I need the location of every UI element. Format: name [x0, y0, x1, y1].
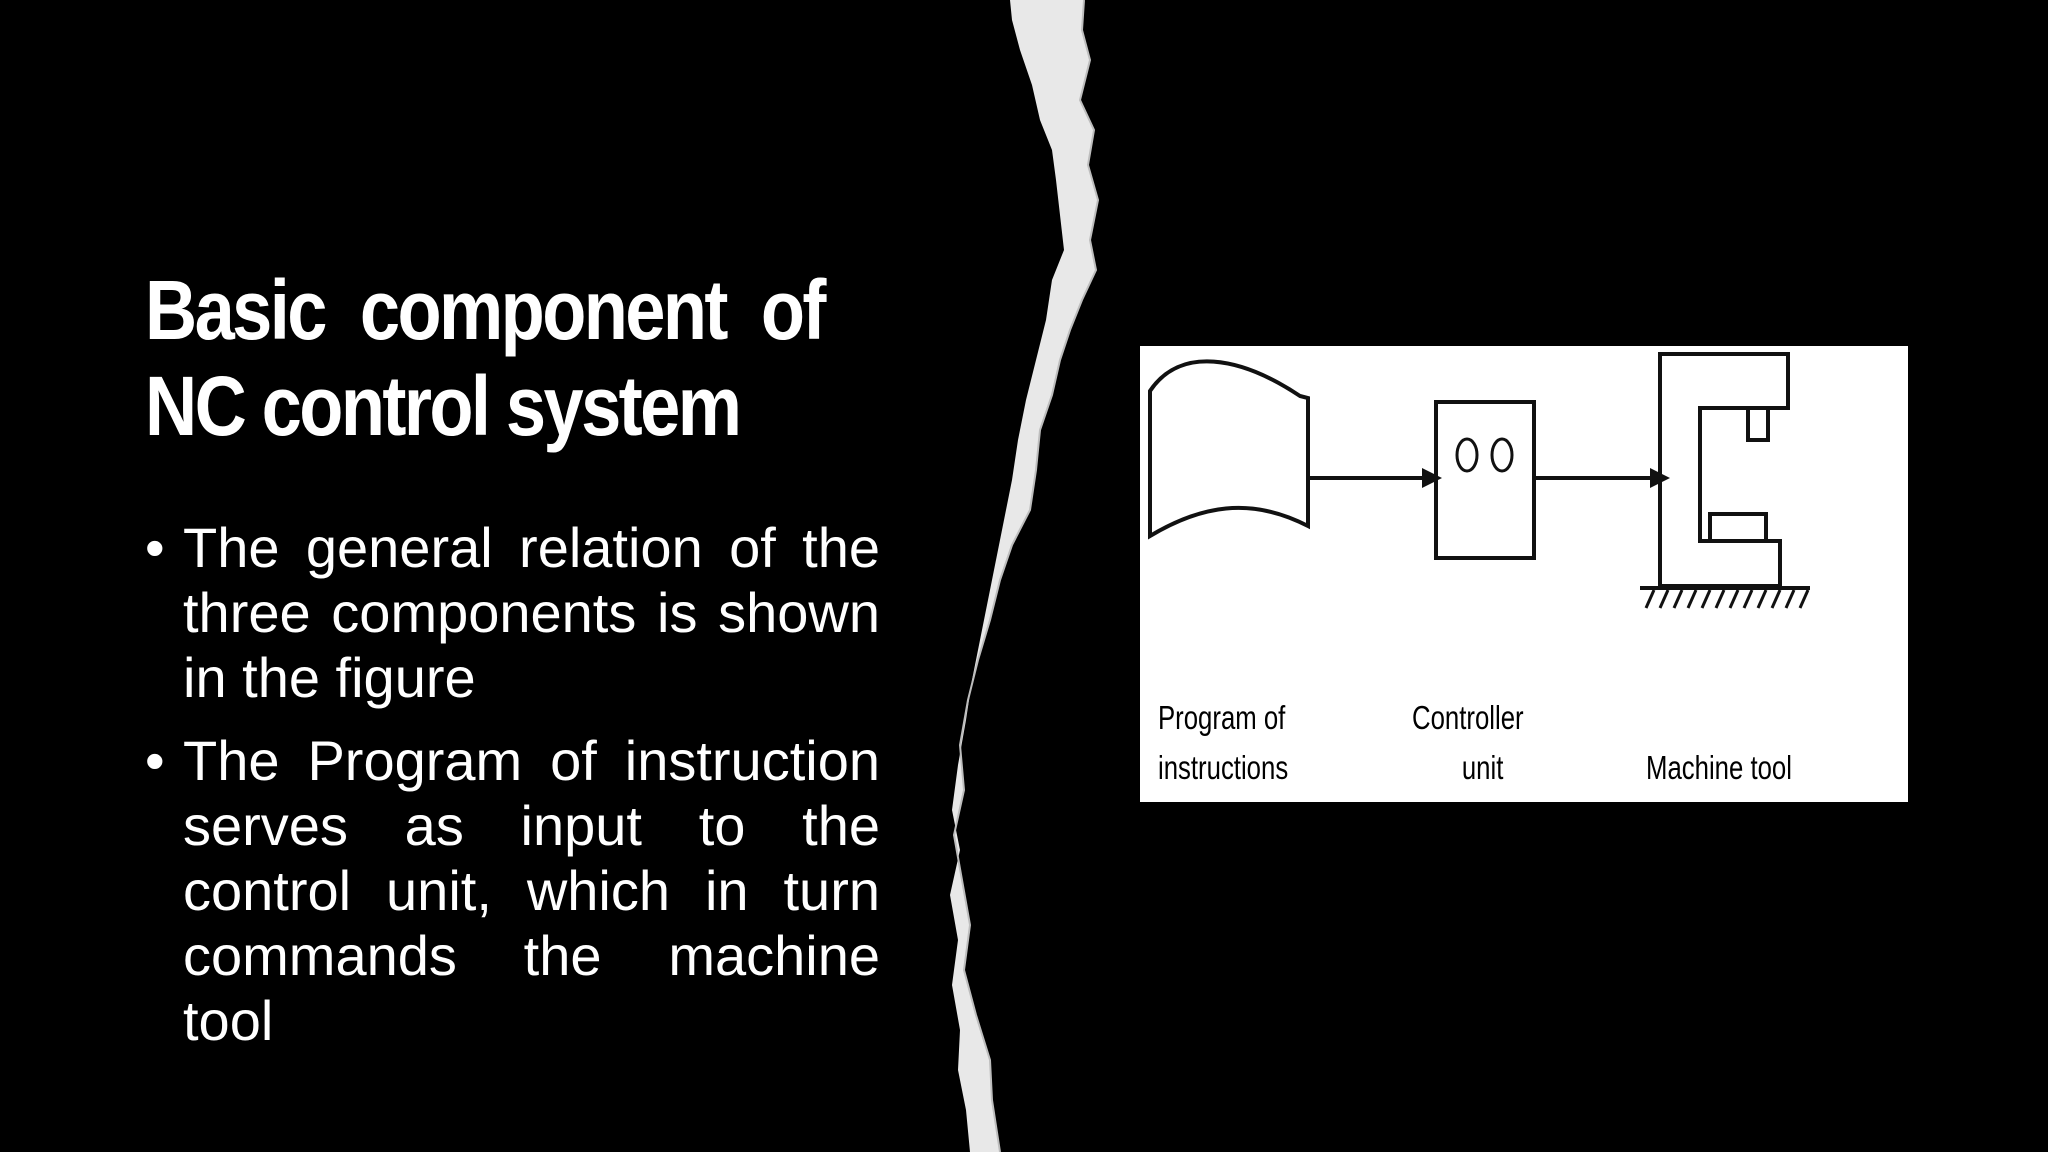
slide-title: Basic component of NC control system [145, 262, 885, 454]
label-controller-line-2: unit [1461, 749, 1504, 786]
nc-system-figure: Program of instructions Controller unit … [1140, 346, 1908, 802]
controller-dial-icon [1455, 437, 1479, 473]
controller-dial-icon [1490, 437, 1514, 473]
bullet-glyph: • [145, 516, 165, 579]
label-machine-text: Machine tool [1646, 749, 1792, 786]
machine-tool-icon [1640, 352, 1810, 590]
label-machine-tool: Machine tool [1646, 743, 1792, 793]
bullet-text-2: The Program of instruction serves as inp… [183, 729, 880, 1052]
label-program-line-2: instructions [1158, 749, 1289, 786]
ground-hatch-icon [1644, 589, 1810, 609]
controller-box-icon [1434, 400, 1536, 560]
label-program-line-1: Program of [1158, 699, 1286, 736]
bullet-list: • The general relation of the three comp… [145, 515, 880, 1071]
label-controller-unit: Controller unit [1412, 693, 1524, 793]
bullet-glyph: • [145, 729, 165, 792]
title-line-1: Basic component of [145, 263, 826, 357]
bullet-item-1: • The general relation of the three comp… [145, 515, 880, 710]
bullet-item-2: • The Program of instruction serves as i… [145, 728, 880, 1053]
nc-block-diagram [1148, 352, 1810, 609]
program-tape-icon [1148, 359, 1310, 540]
arrow-head-icon [1422, 468, 1442, 488]
title-line-2: NC control system [145, 359, 742, 453]
bullet-text-1: The general relation of the three compon… [183, 516, 880, 709]
label-program-of-instructions: Program of instructions [1158, 693, 1288, 793]
label-controller-line-1: Controller [1412, 699, 1524, 736]
